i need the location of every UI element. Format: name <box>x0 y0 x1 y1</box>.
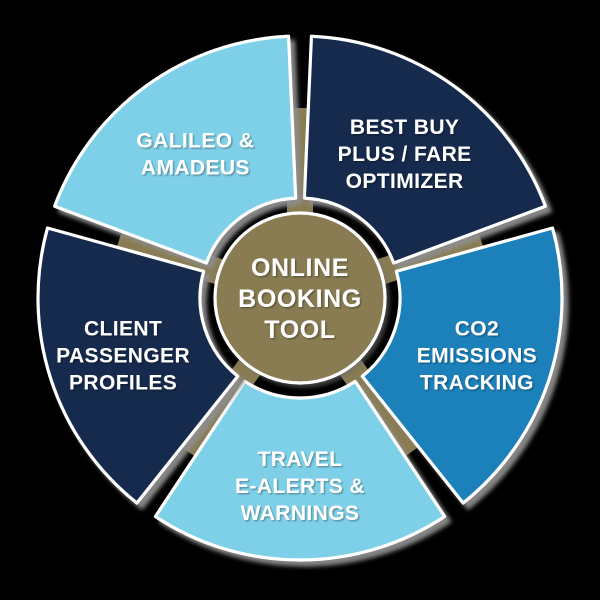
segment-co2-emissions-tracking[interactable] <box>360 226 564 505</box>
segment-shape <box>153 379 447 562</box>
segment-label-line: PASSENGER <box>56 344 190 367</box>
segment-best-buy-plus-fare-optimizer[interactable] <box>302 34 548 265</box>
hub-label-line: ONLINE <box>251 254 349 282</box>
segment-label-line: BEST BUY <box>350 116 459 139</box>
segment-label-line: AMADEUS <box>141 156 250 179</box>
segment-label-line: CO2 <box>455 317 499 340</box>
segment-label-line: PROFILES <box>69 371 177 394</box>
segment-label-line: OPTIMIZER <box>346 170 464 193</box>
segment-label-line: TRACKING <box>420 371 534 394</box>
segment-travel-e-alerts-warnings[interactable] <box>153 379 447 562</box>
segment-label-galileo-amadeus: GALILEO & AMADEUS <box>136 129 254 179</box>
segment-label-line: TRAVEL <box>258 448 343 471</box>
segment-label-line: CLIENT <box>84 317 162 340</box>
segment-label-travel-e-alerts-warnings: TRAVEL E-ALERTS & WARNINGS <box>235 448 365 525</box>
segment-label-client-passenger-profiles: CLIENT PASSENGER PROFILES <box>56 317 190 394</box>
segment-label-line: EMISSIONS <box>417 344 537 367</box>
segment-label-best-buy-plus-fare-optimizer: BEST BUY PLUS / FARE OPTIMIZER <box>338 116 472 193</box>
segment-galileo-amadeus[interactable] <box>52 34 298 265</box>
hub-layer <box>213 211 387 385</box>
segment-shape <box>302 34 548 265</box>
segments-layer <box>36 34 564 562</box>
hub-label: ONLINE BOOKING TOOL <box>238 254 362 344</box>
segment-client-passenger-profiles[interactable] <box>36 226 240 505</box>
hub-circle[interactable] <box>213 211 387 385</box>
segment-label-line: GALILEO & <box>136 129 254 152</box>
segment-label-line: E-ALERTS & <box>235 475 365 498</box>
segment-label-line: WARNINGS <box>241 502 360 525</box>
segment-label-line: PLUS / FARE <box>338 143 472 166</box>
hub-label-line: TOOL <box>264 316 335 344</box>
segment-shape <box>52 34 298 265</box>
segment-shape <box>36 226 240 505</box>
hub-spoke-arm <box>115 226 237 289</box>
hub-spoke-arm <box>331 347 423 460</box>
hub-spoke-arm <box>177 347 269 460</box>
segment-shape <box>360 226 564 505</box>
hub-label-line: BOOKING <box>238 285 362 313</box>
hub-spoke-arm <box>363 226 485 289</box>
